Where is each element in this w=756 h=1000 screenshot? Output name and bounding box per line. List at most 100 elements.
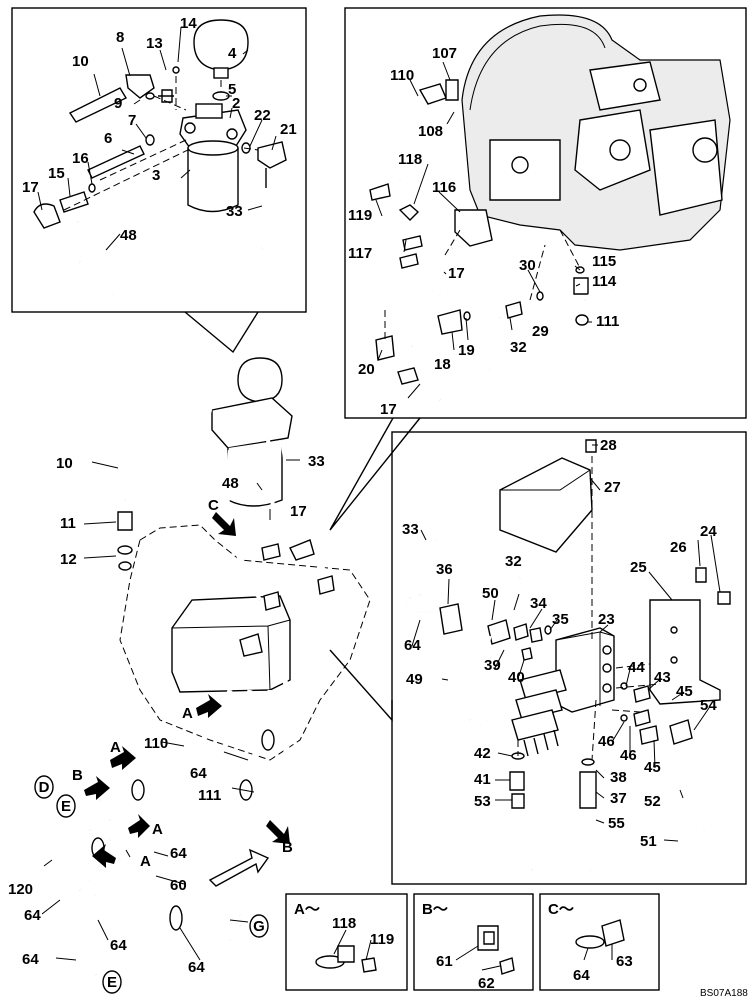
- callout-29: 29: [532, 323, 549, 340]
- callout-39: 39: [484, 657, 501, 674]
- callout-28: 28: [600, 437, 617, 454]
- callout-35: 35: [552, 611, 569, 628]
- callout-8: 8: [116, 29, 124, 46]
- inset-frame-c: [539, 893, 660, 991]
- callout-30: 30: [519, 257, 536, 274]
- marker-d-letter: D: [39, 779, 50, 796]
- callout-15: 15: [48, 165, 65, 182]
- callout-63: 63: [616, 953, 633, 970]
- inset-frame-b: [413, 893, 534, 991]
- view-letter-a2: A: [110, 739, 121, 756]
- bolt: [87, 145, 145, 179]
- inset-frame-a: [285, 893, 408, 991]
- callout-14: 14: [180, 15, 197, 32]
- view-arrows: [84, 512, 290, 868]
- inset-a-drawing: [315, 945, 377, 973]
- callout-17b: 17: [448, 265, 465, 282]
- main-assembly-drawing: [37, 357, 371, 976]
- callout-33c: 33: [402, 521, 419, 538]
- view-letter-b2: B: [282, 839, 293, 856]
- callout-64: 64: [190, 765, 207, 782]
- callout-48b: 48: [222, 475, 239, 492]
- callout-17: 17: [22, 179, 39, 196]
- callout-119: 119: [348, 207, 372, 224]
- valve-block-drawing: [405, 439, 731, 871]
- callout-26: 26: [670, 539, 687, 556]
- callout-10: 10: [72, 53, 89, 70]
- callout-42: 42: [474, 745, 491, 762]
- direction-arrow: [208, 848, 270, 887]
- view-letter-a4: A: [140, 853, 151, 870]
- callout-36: 36: [436, 561, 453, 578]
- callout-51: 51: [640, 833, 657, 850]
- filter-cartridge: [187, 148, 239, 213]
- callout-116: 116: [432, 179, 456, 196]
- callout-38: 38: [610, 769, 627, 786]
- callout-110b: 110: [144, 735, 168, 752]
- inset-frame-valve: [391, 431, 747, 885]
- callout-40: 40: [508, 669, 525, 686]
- marker-g-circle: [249, 914, 269, 938]
- callout-115: 115: [592, 253, 616, 270]
- callout-37: 37: [610, 790, 627, 807]
- callout-64h: 64: [573, 967, 590, 984]
- callout-118: 118: [398, 151, 422, 168]
- callout-111: 111: [596, 313, 619, 330]
- callout-16: 16: [72, 150, 89, 167]
- circled-markers: [34, 775, 269, 994]
- callout-118b: 118: [332, 915, 356, 932]
- marker-e-circle: [56, 794, 76, 818]
- callout-53: 53: [474, 793, 491, 810]
- marker-e2-circle: [102, 970, 122, 994]
- callout-60: 60: [170, 877, 187, 894]
- callout-12: 12: [60, 551, 77, 568]
- callout-21: 21: [280, 121, 297, 138]
- callout-45b: 45: [644, 759, 661, 776]
- leader-lines: [37, 26, 721, 971]
- callout-32: 32: [510, 339, 527, 356]
- callout-17c: 17: [380, 401, 397, 418]
- callout-110: 110: [390, 67, 414, 84]
- callout-46b: 46: [620, 747, 637, 764]
- callout-5: 5: [228, 81, 236, 98]
- callout-9: 9: [114, 95, 122, 112]
- inset-title-a: A～: [294, 901, 320, 918]
- callout-54: 54: [700, 697, 717, 714]
- marker-d-circle: [34, 775, 54, 799]
- callout-41: 41: [474, 771, 491, 788]
- inset-pointer-pump: [329, 417, 421, 531]
- view-letter-a1: A: [182, 705, 193, 722]
- control-valve: [171, 595, 291, 693]
- callout-62: 62: [478, 975, 495, 992]
- callout-22: 22: [254, 107, 271, 124]
- view-letter-a3: A: [152, 821, 163, 838]
- callout-25: 25: [630, 559, 647, 576]
- inset-pointer-filter: [184, 311, 259, 354]
- inset-b-drawing: [477, 925, 515, 975]
- elbow-fitting: [125, 74, 155, 99]
- callout-64b: 64: [170, 845, 187, 862]
- pump-drawing: [369, 14, 731, 402]
- inset-titles: A～ B～ C～ BS07A188: [294, 901, 748, 999]
- callout-114: 114: [592, 273, 617, 290]
- inset-frame-filter: [11, 7, 307, 313]
- filter-assembly-drawing: [33, 19, 287, 296]
- callout-55: 55: [608, 815, 625, 832]
- callout-23: 23: [598, 611, 615, 628]
- callout-44: 44: [628, 659, 645, 676]
- diagram-code: BS07A188: [700, 988, 748, 999]
- callout-48: 48: [120, 227, 137, 244]
- view-letters: A A A A B B C D E E G: [39, 497, 293, 991]
- frames: [11, 7, 747, 991]
- callout-33b: 33: [308, 453, 325, 470]
- marker-e2-letter: E: [107, 974, 117, 991]
- callout-6: 6: [104, 130, 112, 147]
- callout-19: 19: [458, 342, 475, 359]
- marker-g-letter: G: [253, 918, 265, 935]
- inset-pointer-valve: [329, 649, 393, 722]
- callout-4: 4: [228, 45, 237, 62]
- callout-64e: 64: [188, 959, 205, 976]
- callout-45: 45: [676, 683, 693, 700]
- mounting-bracket: [649, 599, 721, 705]
